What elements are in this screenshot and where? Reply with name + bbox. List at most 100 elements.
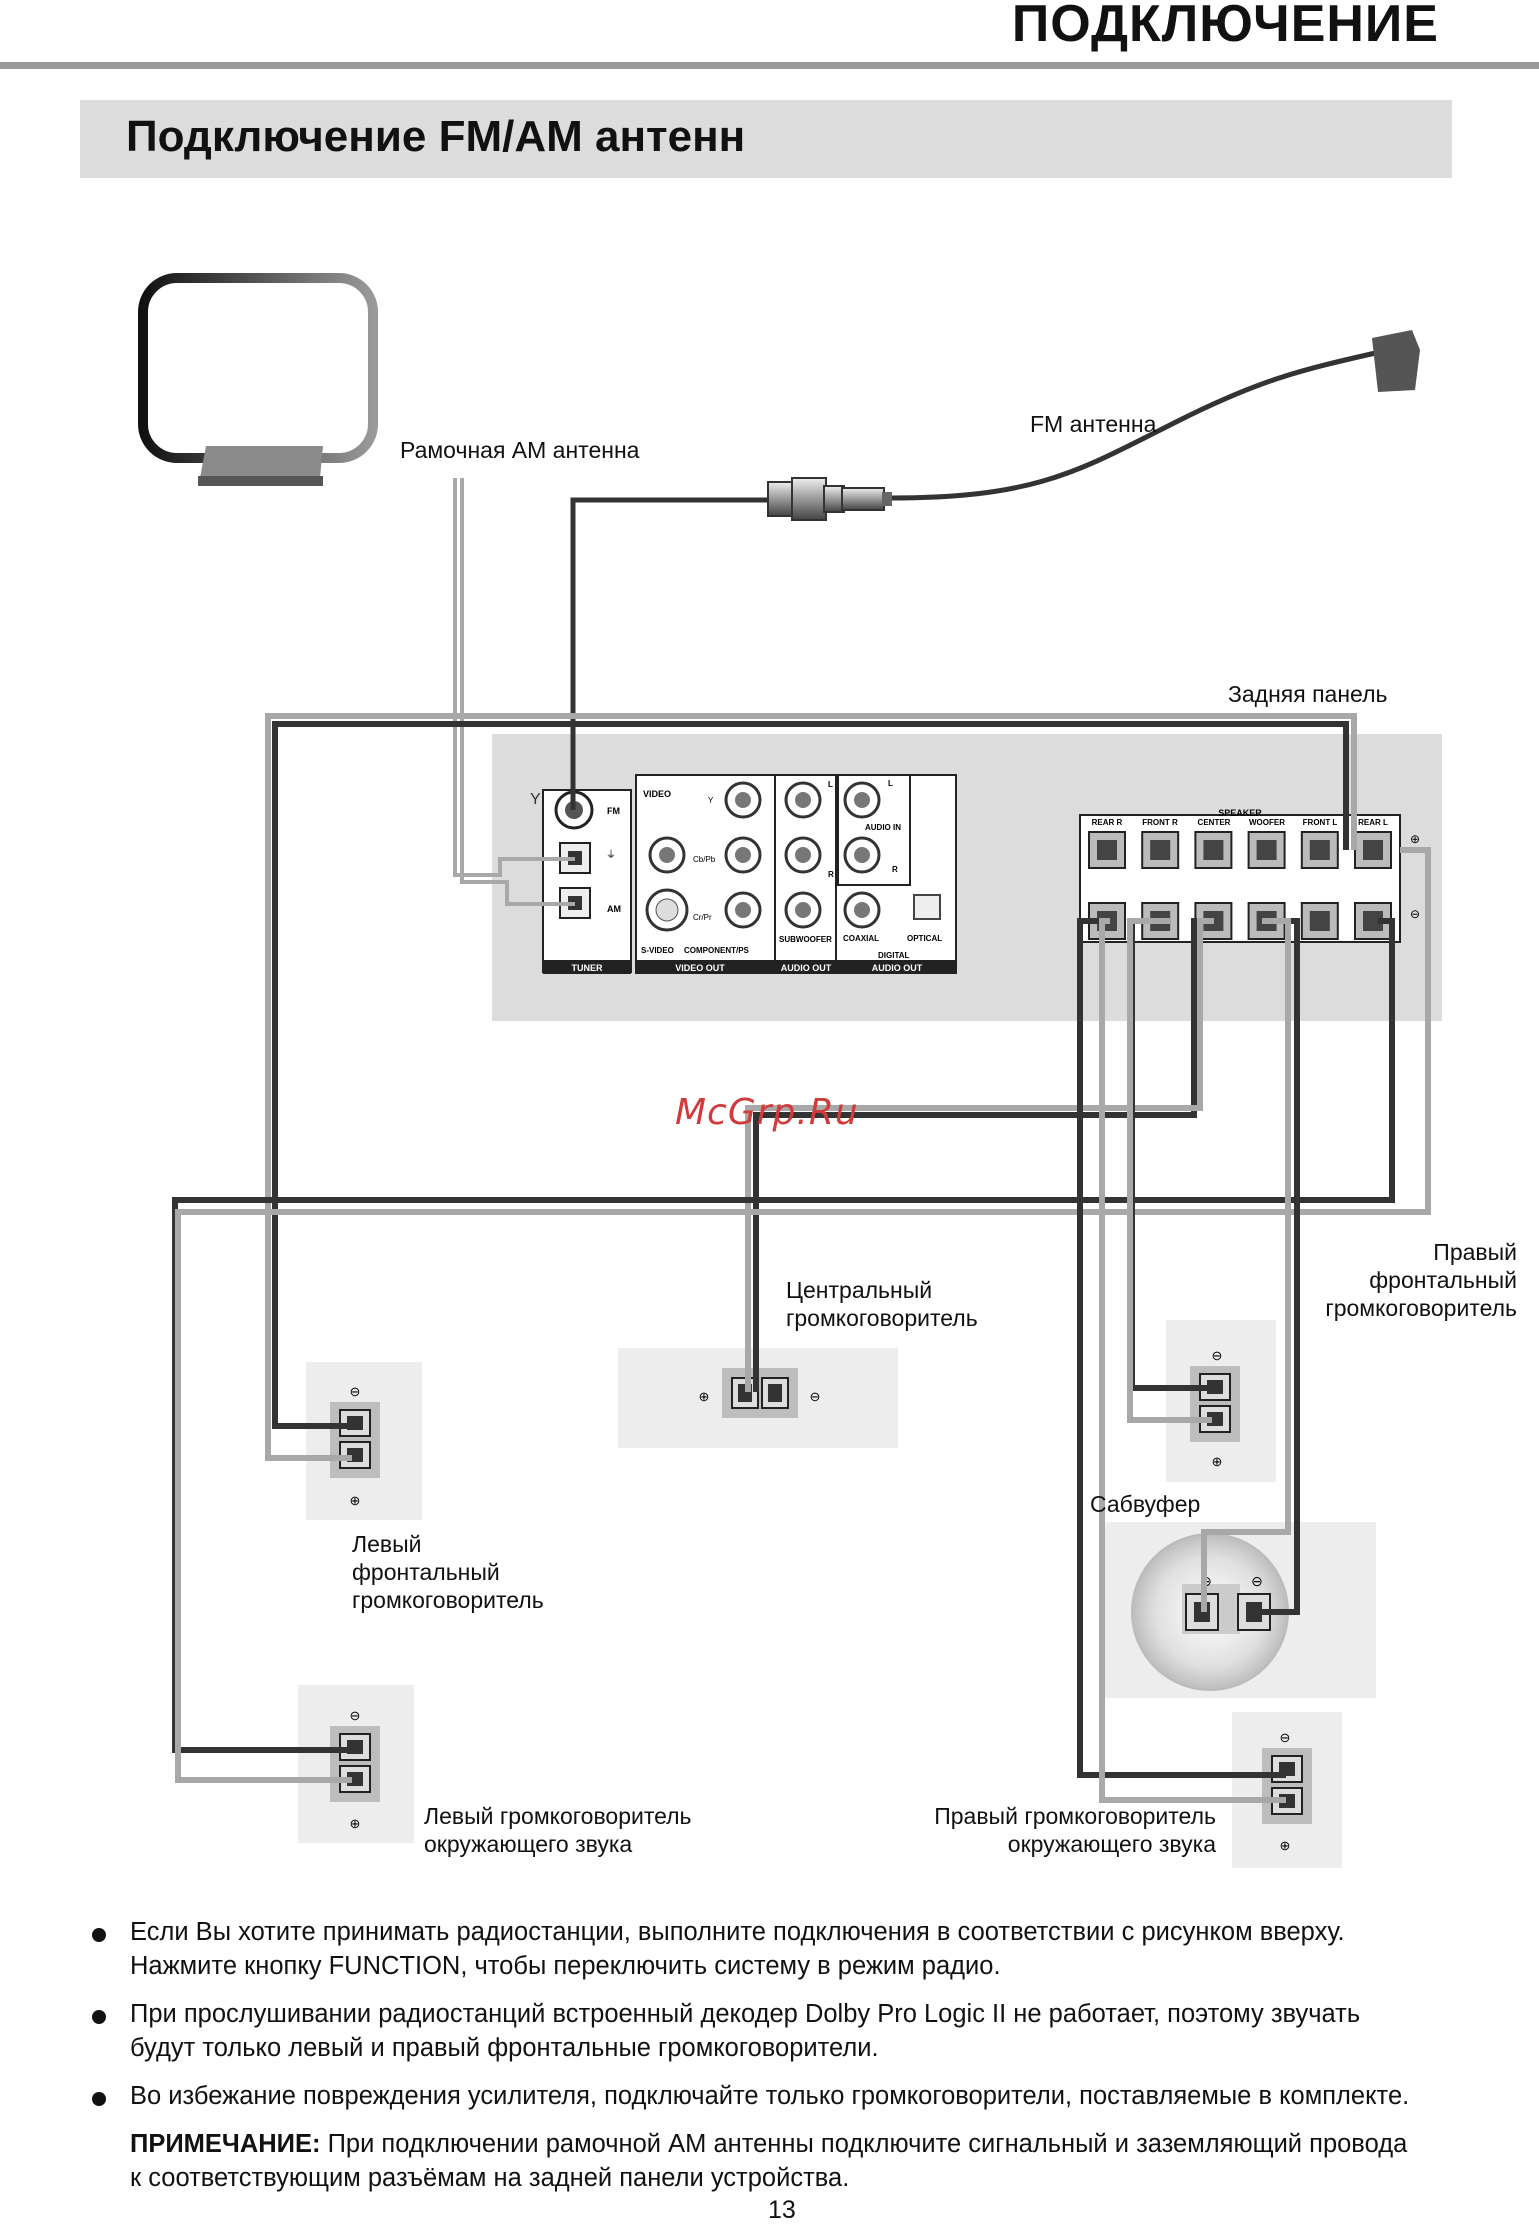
watermark: McGrp.Ru (675, 1092, 859, 1133)
note-line: При подключении рамочной AM антенны подк… (320, 2130, 1408, 2158)
audio-in-label: AUDIO IN (865, 823, 901, 832)
left-front-minus-sign: ⊖ (350, 1384, 361, 1399)
right-front-label-line: громкоговоритель (1325, 1295, 1517, 1321)
audio-out-caption: AUDIO OUT (781, 963, 832, 973)
am-antenna-label: Рамочная AM антенна (400, 437, 640, 463)
left-surround-label: Левый громкоговоритель окружающего звука (424, 1802, 692, 1858)
speaker-channel-label: REAR R (1092, 818, 1123, 827)
right-surround-plus-sign: ⊕ (1280, 1838, 1291, 1853)
speaker-terminal-core (1150, 840, 1171, 860)
left-front-label-line: Левый (352, 1531, 422, 1557)
digital-label: DIGITAL (878, 951, 910, 960)
right-surround-minus-sign: ⊖ (1280, 1730, 1291, 1745)
speaker-channel-label: FRONT L (1303, 818, 1338, 827)
left-surround-label-line: Левый громкоговоритель (424, 1803, 692, 1829)
ground-symbol-icon: ⏚ (606, 849, 616, 861)
right-front-plus-sign: ⊕ (1212, 1454, 1223, 1469)
right-front-speaker: ⊖ ⊕ (1166, 1320, 1276, 1482)
svideo-label: S-VIDEO (641, 946, 674, 955)
cr-label: Cr/Pr (693, 913, 712, 922)
y-label: Y (708, 796, 714, 805)
speaker-terminal-core (1309, 840, 1330, 860)
note-item: При прослушивании радиостанций встроенны… (88, 1997, 1539, 2065)
bullet-icon (92, 2092, 106, 2106)
bullet-icon (92, 1928, 106, 1942)
note-line: Во избежание повреждения усилителя, подк… (130, 2082, 1410, 2110)
left-front-speaker: ⊖ ⊕ (306, 1362, 422, 1520)
speaker-terminal-core (1363, 840, 1383, 860)
center-speaker-label-line: Центральный (786, 1277, 933, 1303)
note-line: При прослушивании радиостанций встроенны… (130, 2000, 1361, 2028)
digital-audio-out-caption: AUDIO OUT (872, 963, 923, 973)
av-output-block: VIDEO OUT AUDIO OUT AUDIO OUT VIDEO Y Cb… (635, 774, 957, 974)
wires (172, 478, 1431, 1803)
center-plus-sign: ⊕ (699, 1389, 710, 1404)
tuner-block: TUNER Y FM ⏚ AM (530, 789, 632, 974)
notes-list: Если Вы хотите принимать радиостанции, в… (88, 1915, 1539, 2195)
left-surround-minus-sign: ⊖ (350, 1708, 361, 1723)
am-loop-antenna (138, 273, 378, 486)
center-speaker-label-line: громкоговоритель (786, 1305, 978, 1331)
antenna-symbol-icon: Y (530, 791, 541, 808)
note-line: будут только левый и правый фронтальные … (130, 2034, 879, 2062)
speaker-terminal-core (1363, 911, 1383, 931)
bullet-icon (92, 2010, 106, 2024)
video-out-caption: VIDEO OUT (675, 963, 725, 973)
audio-in-l-label: L (888, 779, 893, 788)
note-line: Нажмите кнопку FUNCTION, чтобы переключи… (130, 1952, 1001, 1980)
note-line: к соответствующим разъёмам на задней пан… (130, 2164, 850, 2192)
final-note: ПРИМЕЧАНИЕ: При подключении рамочной AM … (88, 2127, 1539, 2195)
rca-jacks (645, 781, 881, 932)
right-surround-speaker: ⊖ ⊕ (1232, 1712, 1342, 1868)
right-surround-label: Правый громкоговоритель окружающего звук… (934, 1802, 1216, 1858)
speaker-terminal-core (1203, 840, 1224, 860)
speaker-terminal-core (1097, 840, 1117, 860)
header-rule (0, 62, 1539, 69)
right-front-label-line: фронтальный (1369, 1267, 1517, 1293)
connection-diagram: TUNER Y FM ⏚ AM VIDEO OUT AUDIO OUT AUDI… (138, 273, 1442, 1868)
page-number: 13 (768, 2196, 796, 2224)
right-front-label: Правый фронтальный громкоговоритель (1325, 1238, 1517, 1322)
right-surround-label-line: Правый громкоговоритель (934, 1803, 1216, 1829)
fm-antenna (767, 330, 1420, 521)
page-header-title: ПОДКЛЮЧЕНИЕ (1011, 0, 1439, 53)
speaker-plus-sign: ⊕ (1410, 832, 1420, 846)
section-banner: Подключение FM/AM антенн (80, 100, 1452, 178)
right-front-minus-sign: ⊖ (1212, 1348, 1223, 1363)
left-surround-plus-sign: ⊕ (350, 1816, 361, 1831)
cb-label: Cb/Pb (693, 855, 716, 864)
audio-out-l-label: L (828, 780, 833, 789)
subwoofer-out-label: SUBWOOFER (779, 935, 832, 944)
coaxial-label: COAXIAL (843, 934, 879, 943)
note-item: Если Вы хотите принимать радиостанции, в… (88, 1915, 1539, 1983)
left-surround-label-line: окружающего звука (424, 1831, 633, 1857)
right-front-label-line: Правый (1433, 1239, 1517, 1265)
left-front-label-line: фронтальный (352, 1559, 500, 1585)
note-item: Во избежание повреждения усилителя, подк… (88, 2079, 1539, 2113)
subwoofer-label: Сабвуфер (1090, 1491, 1201, 1517)
speaker-title: SPEAKER (1218, 808, 1262, 818)
section-title: Подключение FM/AM антенн (126, 112, 746, 161)
center-minus-sign: ⊖ (810, 1389, 821, 1404)
speaker-channel-label: FRONT R (1142, 818, 1178, 827)
speaker-terminal-core (1309, 911, 1330, 931)
fm-antenna-label: FM антенна (1030, 411, 1157, 437)
tuner-fm-label: FM (607, 806, 620, 816)
optical-label: OPTICAL (907, 934, 942, 943)
note-line: Если Вы хотите принимать радиостанции, в… (130, 1918, 1345, 1946)
video-label: VIDEO (643, 789, 671, 799)
rear-panel-label: Задняя панель (1228, 681, 1388, 707)
tuner-caption: TUNER (572, 963, 603, 973)
left-front-label-line: громкоговоритель (352, 1587, 544, 1613)
tuner-am-label: AM (607, 904, 621, 914)
left-front-label: Левый фронтальный громкоговоритель (352, 1530, 544, 1614)
subwoofer-minus-sign: ⊖ (1251, 1573, 1263, 1589)
speaker-channel-label: REAR L (1358, 818, 1388, 827)
audio-in-r-label: R (892, 865, 898, 874)
center-speaker-label: Центральный громкоговоритель (786, 1276, 978, 1332)
left-front-plus-sign: ⊕ (350, 1493, 361, 1508)
subwoofer-speaker: ⊕ ⊖ (1100, 1522, 1376, 1698)
speaker-minus-sign: ⊖ (1410, 907, 1420, 921)
right-surround-label-line: окружающего звука (1007, 1831, 1216, 1857)
note-label: ПРИМЕЧАНИЕ: (130, 2130, 321, 2158)
